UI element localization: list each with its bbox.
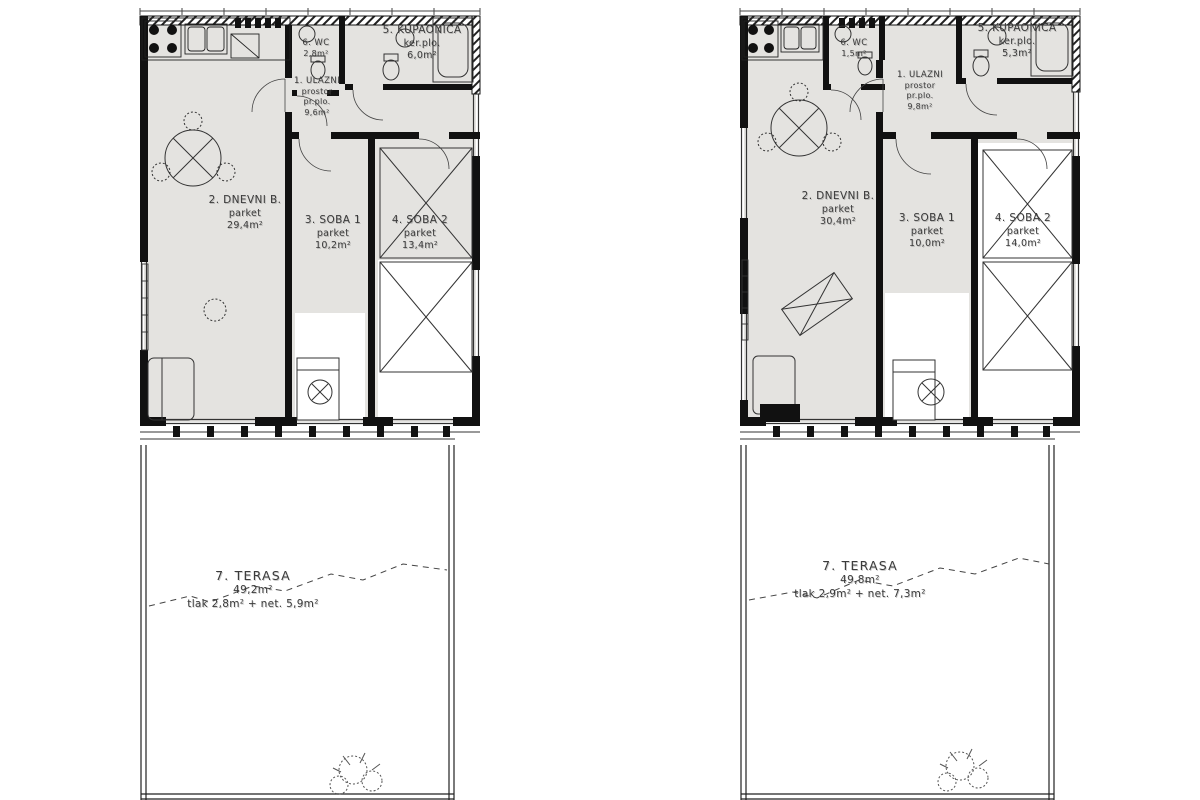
radiator-symbol xyxy=(141,263,149,351)
label-entry: 1. ULAZNI prostor pr.plo. 9,8m² xyxy=(896,70,944,111)
floor-plan-left: 5. KUPAONICA ker.plo. 6,0m² 6. WC 2,8m² … xyxy=(135,8,485,800)
label-terrace: 7. TERASA 49,2m² tlak 2,8m² + net. 5,9m² xyxy=(187,568,319,610)
terrace-posts xyxy=(140,426,480,440)
dimension-ticks xyxy=(739,8,1081,15)
interior-walls xyxy=(285,16,480,426)
floor-plan-right: 5. KUPAONICA ker.plo. 5,3m² 6. WC 1,5m² … xyxy=(735,8,1085,800)
kitchen-counter xyxy=(141,17,291,61)
label-living-room: 2. DNEVNI B. parket 29,4m² xyxy=(208,194,282,231)
label-entry: 1. ULAZNI prostor pr.plo. 9,6m² xyxy=(293,76,341,117)
label-living-room: 2. DNEVNI B. parket 30,4m² xyxy=(801,190,875,227)
bed-symbol xyxy=(892,359,945,421)
toilet-symbol xyxy=(298,25,326,80)
bathtub-symbol xyxy=(972,17,1074,77)
plant-symbol xyxy=(937,748,989,792)
interior-walls xyxy=(823,16,1080,426)
outer-walls xyxy=(139,15,481,426)
sofa-symbol xyxy=(752,271,854,422)
sofa-symbol xyxy=(147,298,227,421)
dimension-ticks xyxy=(139,8,481,15)
dining-table-symbol xyxy=(151,111,236,187)
bed-symbol xyxy=(296,357,340,421)
label-room-2: 4. SOBA 2 parket 13,4m² xyxy=(391,214,449,251)
label-terrace: 7. TERASA 49,8m² tlak 2,9m² + net. 7,3m² xyxy=(794,558,926,600)
label-room-1: 3. SOBA 1 parket 10,2m² xyxy=(304,214,362,251)
floor-plan-right-drawing xyxy=(739,8,1081,800)
label-bathroom: 5. KUPAONICA ker.plo. 5,3m² xyxy=(977,22,1057,59)
terrace-railing xyxy=(140,445,455,800)
plant-symbol xyxy=(329,752,383,795)
terrace-posts xyxy=(740,426,1080,440)
terrace-dashed-line xyxy=(148,563,448,607)
toilet-symbol xyxy=(834,25,873,76)
dining-table-symbol xyxy=(757,82,842,157)
terrace-railing xyxy=(740,445,1055,800)
bathtub-symbol xyxy=(382,17,474,83)
floor-fill xyxy=(744,18,1076,422)
label-bathroom: 5. KUPAONICA ker.plo. 6,0m² xyxy=(382,24,462,61)
label-wc: 6. WC 1,5m² xyxy=(840,38,868,59)
label-room-1: 3. SOBA 1 parket 10,0m² xyxy=(898,212,956,249)
wardrobe-symbol xyxy=(379,147,473,373)
label-wc: 6. WC 2,8m² xyxy=(302,38,330,59)
kitchen-counter xyxy=(741,17,875,61)
door-arcs xyxy=(830,78,1048,175)
radiator-symbol xyxy=(741,259,749,341)
label-room-2: 4. SOBA 2 parket 14,0m² xyxy=(994,212,1052,249)
floor-plan-left-drawing xyxy=(139,8,481,800)
terrace-dashed-line xyxy=(748,557,1050,601)
wardrobe-symbol xyxy=(982,149,1073,371)
